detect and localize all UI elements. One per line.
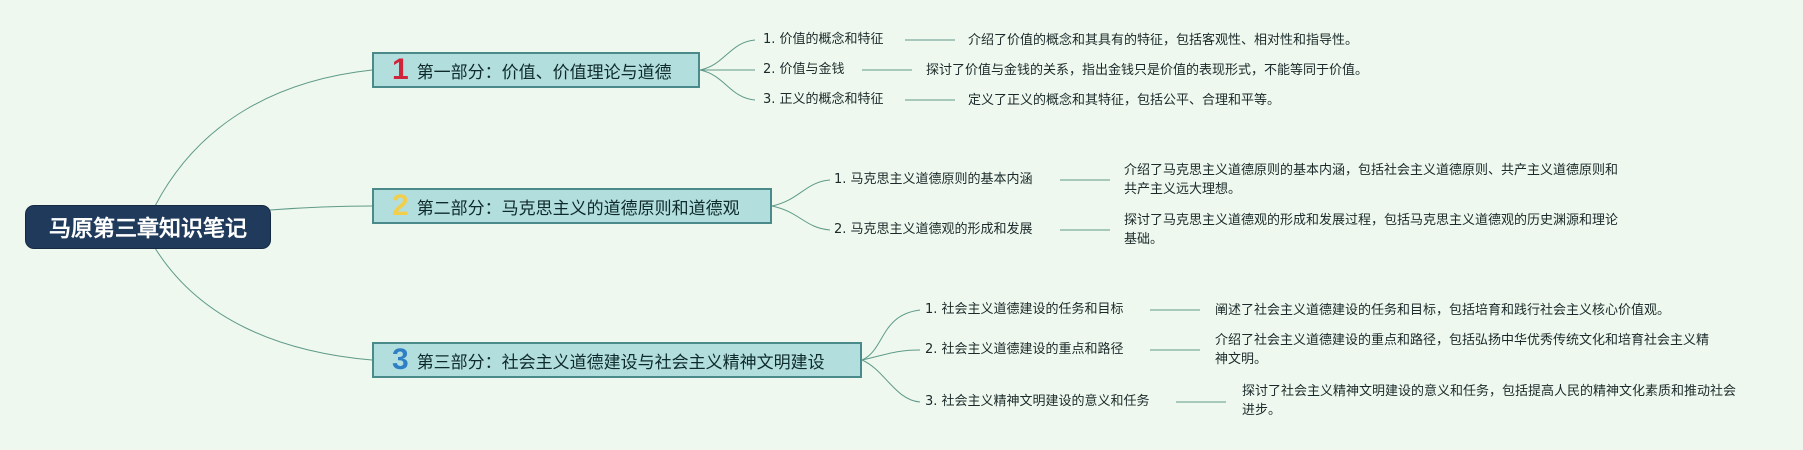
section-2-item-1[interactable]: 1. 马克思主义道德原则的基本内涵 — [834, 172, 1033, 187]
section-title-2: 第二部分：马克思主义的道德原则和道德观 — [416, 198, 740, 219]
link-s3-i1 — [861, 309, 921, 361]
section-node-3[interactable]: 3 第三部分：社会主义道德建设与社会主义精神文明建设 — [372, 342, 862, 378]
section-2-item-2[interactable]: 2. 马克思主义道德观的形成和发展 — [834, 222, 1033, 237]
section-2-item-1-desc: 介绍了马克思主义道德原则的基本内涵，包括社会主义道德原则、共产主义道德原则和共产… — [1124, 163, 1619, 197]
section-3-item-3[interactable]: 3. 社会主义精神文明建设的意义和任务 — [925, 394, 1150, 409]
section-1-item-3-desc: 定义了正义的概念和其特征，包括公平、合理和平等。 — [968, 93, 1281, 108]
section-number-1: 1 — [392, 53, 409, 86]
section-2-item-2-desc: 探讨了马克思主义道德观的形成和发展过程，包括马克思主义道德观的历史渊源和理论基础… — [1124, 213, 1619, 247]
section-title-1: 第一部分：价值、价值理论与道德 — [416, 62, 672, 83]
root-title: 马原第三章知识笔记 — [48, 217, 247, 242]
section-3-item-2-desc: 介绍了社会主义道德建设的重点和路径，包括弘扬中华优秀传统文化和培育社会主义精神文… — [1215, 333, 1710, 367]
section-1-item-1-desc: 介绍了价值的概念和其具有的特征，包括客观性、相对性和指导性。 — [968, 33, 1359, 48]
section-1-item-3[interactable]: 3. 正义的概念和特征 — [763, 92, 884, 107]
root-node[interactable]: 马原第三章知识笔记 — [26, 206, 270, 248]
link-s3-i2 — [861, 349, 921, 361]
section-title-3: 第三部分：社会主义道德建设与社会主义精神文明建设 — [416, 352, 825, 373]
link-s2-i1 — [771, 179, 831, 207]
section-1-item-1[interactable]: 1. 价值的概念和特征 — [763, 32, 884, 47]
link-s1-i3 — [699, 69, 756, 101]
link-root-section-3 — [154, 247, 373, 361]
link-root-section-2 — [269, 205, 373, 211]
section-number-3: 3 — [392, 343, 409, 376]
section-1-item-2[interactable]: 2. 价值与金钱 — [763, 62, 845, 77]
section-3-item-1[interactable]: 1. 社会主义道德建设的任务和目标 — [925, 302, 1124, 317]
section-node-2[interactable]: 2 第二部分：马克思主义的道德原则和道德观 — [372, 188, 772, 224]
link-root-section-1 — [154, 69, 373, 207]
section-3-item-3-desc: 探讨了社会主义精神文明建设的意义和任务，包括提高人民的精神文化素质和推动社会进步… — [1242, 384, 1737, 418]
section-3-item-1-desc: 阐述了社会主义道德建设的任务和目标，包括培育和践行社会主义核心价值观。 — [1215, 303, 1671, 318]
section-1-item-2-desc: 探讨了价值与金钱的关系，指出金钱只是价值的表现形式，不能等同于价值。 — [926, 63, 1369, 78]
link-s3-i3 — [861, 359, 921, 403]
link-s1-i1 — [699, 39, 756, 71]
section-number-2: 2 — [392, 189, 409, 222]
section-3-item-2[interactable]: 2. 社会主义道德建设的重点和路径 — [925, 342, 1124, 357]
section-node-1[interactable]: 1 第一部分：价值、价值理论与道德 — [372, 52, 700, 88]
link-s2-i2 — [771, 205, 831, 231]
